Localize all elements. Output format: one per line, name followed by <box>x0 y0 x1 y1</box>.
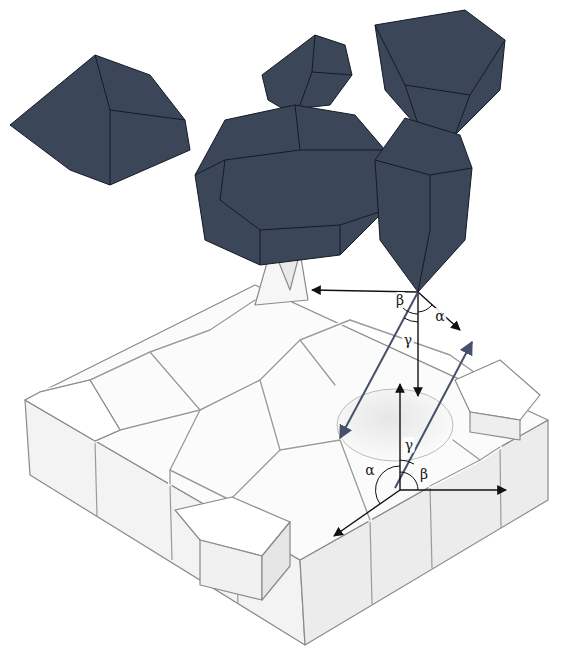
slab <box>25 285 548 645</box>
stone <box>10 55 190 185</box>
raised-cell-side <box>200 540 262 600</box>
cell-edge-halo <box>150 352 200 410</box>
stone-edge <box>260 230 261 265</box>
axis-arrow <box>399 384 400 490</box>
angle-label: α <box>433 308 446 324</box>
cell-edge-halo <box>430 460 480 486</box>
angle-label: β <box>394 292 406 308</box>
angle-label: α <box>363 462 376 478</box>
stone-edge <box>220 160 385 230</box>
cell-edge <box>150 352 200 410</box>
axis-arrow <box>400 489 506 490</box>
slab-top <box>25 285 548 560</box>
cell-edge <box>430 460 480 486</box>
stone <box>375 118 472 292</box>
joint <box>170 484 172 560</box>
joint <box>370 520 372 604</box>
impact-dent <box>337 389 453 461</box>
cell-edge <box>300 340 335 385</box>
angle-label: γ <box>403 437 415 453</box>
stone-edge <box>95 55 185 120</box>
vectors <box>312 290 506 536</box>
axis-arrow <box>418 292 460 330</box>
stone <box>195 105 385 265</box>
cell-edge-halo <box>280 440 370 520</box>
stone-edge <box>375 25 505 95</box>
stone-edge <box>300 72 312 105</box>
stone-edge <box>455 95 470 135</box>
cell-edge <box>40 300 255 392</box>
axis-arrow <box>334 490 400 536</box>
cell-edge-halo <box>40 300 255 392</box>
cell-edge-halo <box>120 320 350 430</box>
angle-arc <box>404 318 418 322</box>
cell-boundaries <box>40 300 520 522</box>
stone <box>375 10 505 135</box>
velocity-arrow <box>340 292 418 438</box>
cell-edge <box>230 380 280 500</box>
angle-arc <box>375 466 400 504</box>
cell-edge-halo <box>300 340 335 385</box>
cell-edge-halo <box>453 440 500 460</box>
block-side-joints <box>95 441 501 604</box>
stone-edge <box>375 160 472 175</box>
stone-edge <box>110 110 111 185</box>
stone-edge <box>312 35 352 75</box>
angle-arc <box>400 460 414 464</box>
raised-cell <box>455 360 540 420</box>
angle-arc <box>400 472 418 490</box>
angle-label: β <box>418 466 430 482</box>
cell-edge <box>120 320 350 430</box>
axis-arrow <box>417 292 418 396</box>
stone-edge <box>418 175 430 292</box>
cell-edge <box>280 440 370 520</box>
raised-cell-side <box>262 522 290 600</box>
angle-label: γ <box>402 332 414 348</box>
joint <box>95 441 97 516</box>
joint <box>430 486 432 568</box>
cell-edge <box>453 440 500 460</box>
raised-blocks <box>25 245 540 600</box>
angle-arc <box>418 305 432 312</box>
stone-edge <box>340 225 341 255</box>
stones <box>10 10 505 292</box>
stone <box>262 35 352 110</box>
velocity-arrow <box>395 342 472 488</box>
cell-edge-halo <box>230 380 280 500</box>
joint <box>500 447 501 528</box>
raised-cell <box>25 380 120 441</box>
stone-edge <box>295 105 300 150</box>
raised-cell-side <box>470 412 520 440</box>
